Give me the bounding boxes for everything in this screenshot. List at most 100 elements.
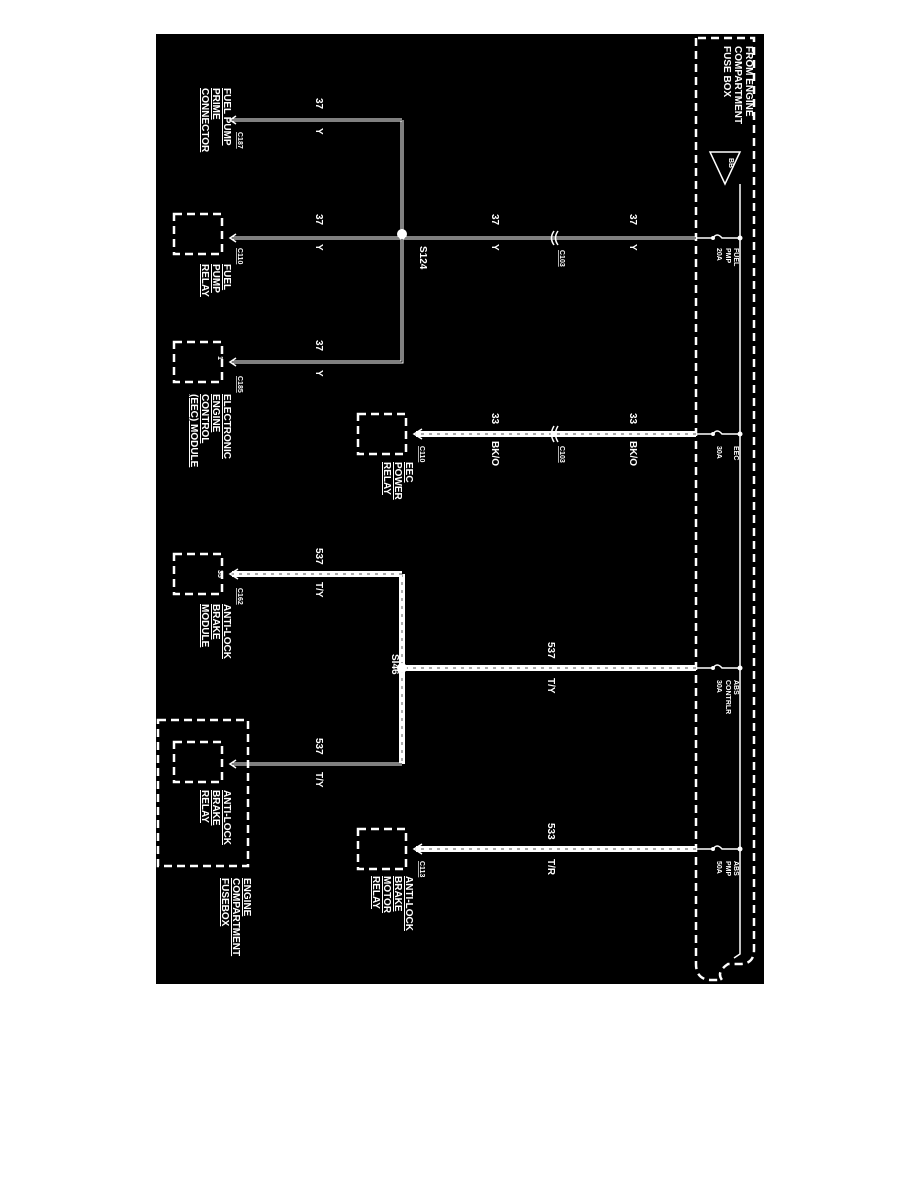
fuse-fuel-pump: FUEL PMP 20A: [696, 234, 743, 267]
fuse-fuel-pump-name-1: FUEL: [732, 248, 739, 267]
wire-label-circuit: 537: [313, 738, 324, 755]
component-connector-id: C162: [236, 588, 243, 605]
bb-triangle-icon: [708, 151, 742, 186]
circuit-533: [412, 843, 696, 855]
component-eec-module: 1 C185 ELECTRONIC ENGINE CONTROL (EEC) M…: [172, 340, 243, 468]
wire-label-color: BK/O: [627, 441, 638, 466]
component-name-2: POWER: [392, 462, 403, 501]
source-box-title-3: FUSE BOX: [721, 46, 732, 97]
source-box-title-2: COMPARTMENT: [732, 46, 743, 124]
wire-label-circuit: 537: [313, 548, 324, 565]
component-name-3: CONNECTOR: [199, 88, 210, 153]
circuit-537: [228, 568, 696, 769]
wire-label-color: T/Y: [313, 772, 324, 788]
source-fuse-box: FROM ENGINE COMPARTMENT FUSE BOX BB: [694, 36, 756, 982]
connector-c103-b-icon: [550, 425, 559, 443]
fuse-abs-cntrlr: ABS CONTRLR 30A: [696, 664, 743, 714]
component-pin: 35: [216, 570, 223, 578]
circuit-37: [228, 115, 696, 367]
component-name-2: BRAKE: [210, 790, 221, 826]
component-connector-id: C187: [236, 132, 243, 149]
component-pin: 1: [216, 356, 223, 360]
component-name-3: RELAY: [381, 462, 392, 495]
component-name-2: ENGINE: [210, 394, 221, 433]
component-eec-power-relay: C110 EEC POWER RELAY: [356, 412, 425, 501]
wire-label-color: T/Y: [313, 582, 324, 598]
component-name-4: (EEC) MODULE: [188, 394, 199, 468]
component-name-1: FUEL PUMP: [221, 88, 232, 146]
wire-label-circuit: 537: [545, 642, 556, 659]
wire-label-circuit: 37: [313, 214, 324, 226]
component-fuel-pump-prime: C187 FUEL PUMP PRIME CONNECTOR: [199, 88, 243, 153]
wire-labels: 37 Y 37 Y 37 Y 37 Y 37 Y: [313, 98, 638, 876]
connector-c103-b-label: C103: [558, 446, 565, 463]
component-name-1: FUEL: [221, 264, 232, 290]
component-abs-module: 35 C162 ANTI-LOCK BRAKE MODULE: [172, 552, 243, 660]
wire-label-color: BK/O: [489, 441, 500, 466]
wire-label-circuit: 33: [627, 413, 638, 425]
splice-s124-label: S124: [417, 246, 428, 270]
wire-label-circuit: 37: [489, 214, 500, 226]
wiring-diagram: FROM ENGINE COMPARTMENT FUSE BOX BB FUEL…: [156, 34, 764, 984]
wire-label-circuit: 37: [627, 214, 638, 226]
splice-s146-dot: [397, 663, 407, 673]
wire-label-color: Y: [313, 244, 324, 251]
component-name-1: ANTI-LOCK: [221, 790, 232, 846]
wire-label-circuit: 37: [313, 340, 324, 352]
component-connector-id: C113: [418, 861, 425, 877]
component-name-4: RELAY: [370, 876, 381, 909]
diagram-canvas: FROM ENGINE COMPARTMENT FUSE BOX BB FUEL…: [156, 36, 756, 982]
component-name-3: MODULE: [199, 604, 210, 648]
wire-label-color: Y: [627, 244, 638, 251]
fuse-abs-cntrlr-name-1: ABS: [732, 680, 739, 695]
component-name-1: ANTI-LOCK: [403, 876, 414, 932]
component-name-3: CONTROL: [199, 394, 210, 443]
fusebox-enclosure: ENGINE COMPARTMENT FUSEBOX: [156, 718, 252, 956]
source-box-tag: BB: [727, 158, 734, 168]
fuse-eec: EEC 30A: [696, 430, 743, 460]
component-name-2: PUMP: [210, 264, 221, 293]
fuse-fuel-pump-name-2: PMP: [724, 248, 731, 264]
connector-c103-a-label: C103: [558, 250, 565, 267]
wire-label-circuit: 533: [545, 823, 556, 840]
component-connector-id: C110: [418, 446, 425, 462]
wire-label-circuit: 33: [489, 413, 500, 425]
wire-label-color: Y: [313, 128, 324, 135]
fusebox-label-3: FUSEBOX: [219, 878, 230, 927]
component-fuel-pump-relay: C110 FUEL PUMP RELAY: [172, 212, 243, 297]
component-name-3: RELAY: [199, 790, 210, 823]
fuse-fuel-pump-rating: 20A: [715, 248, 722, 261]
component-name-1: ELECTRONIC: [221, 394, 232, 459]
component-abs-motor-relay: C113 ANTI-LOCK BRAKE MOTOR RELAY: [356, 827, 425, 932]
fusebox-label-2: COMPARTMENT: [230, 878, 241, 956]
wire-label-color: Y: [313, 370, 324, 377]
fuse-abs-pmp-name-1: ABS: [732, 861, 739, 876]
fuse-abs-pmp-rating: 50A: [715, 861, 722, 874]
circuit-33: [412, 425, 696, 443]
component-name-2: PRIME: [210, 88, 221, 120]
fuse-abs-pmp: ABS PMP 50A: [696, 845, 743, 877]
wire-label-color: Y: [489, 244, 500, 251]
component-name-2: BRAKE: [392, 876, 403, 912]
connector-c103-a-icon: [550, 230, 559, 246]
component-name-3: RELAY: [199, 264, 210, 297]
fuse-eec-name: EEC: [732, 446, 739, 460]
component-abs-relay: ANTI-LOCK BRAKE RELAY: [172, 740, 232, 846]
wire-label-color: T/Y: [545, 678, 556, 694]
splice-s146-label: SI46: [389, 654, 400, 675]
component-connector-id: C185: [236, 376, 243, 393]
fuse-abs-cntrlr-name-2: CONTRLR: [724, 680, 731, 714]
fuse-abs-pmp-name-2: PMP: [724, 861, 731, 877]
source-box-title-1: FROM ENGINE: [743, 46, 754, 117]
fusebox-label-1: ENGINE: [241, 878, 252, 917]
component-name-3: MOTOR: [381, 876, 392, 914]
wire-label-color: T/R: [545, 859, 556, 876]
fuse-abs-cntrlr-rating: 30A: [715, 680, 722, 693]
fuse-eec-rating: 30A: [715, 446, 722, 459]
wire-label-circuit: 37: [313, 98, 324, 110]
connector-labels: C103 C103 S124 SI46: [389, 246, 565, 675]
component-connector-id: C110: [236, 248, 243, 264]
component-name-1: ANTI-LOCK: [221, 604, 232, 660]
component-name-1: EEC: [403, 462, 414, 483]
component-name-2: BRAKE: [210, 604, 221, 640]
